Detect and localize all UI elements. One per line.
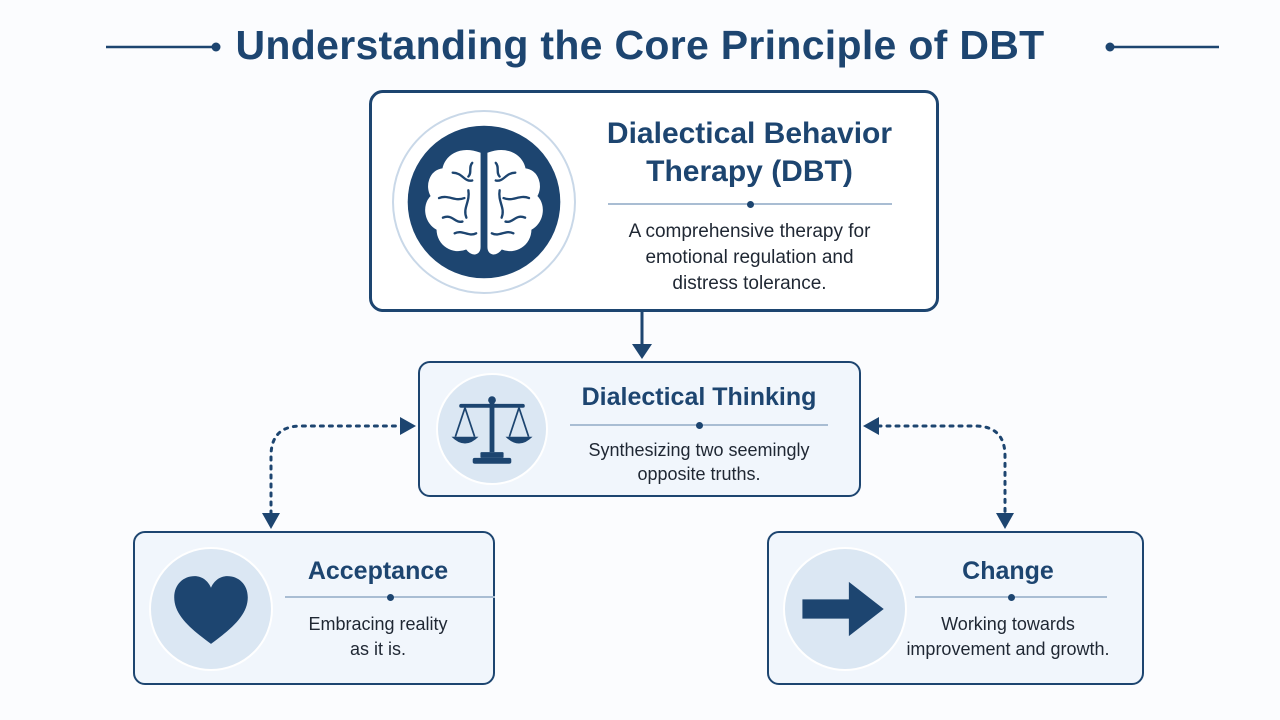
page-title: Understanding the Core Principle of DBT	[235, 22, 1045, 68]
acceptance-separator	[285, 593, 495, 601]
dialectical-thinking-card: Dialectical Thinking Synthesizing two se…	[418, 361, 861, 497]
title-rule-right	[1105, 42, 1219, 52]
brain-icon	[407, 125, 561, 279]
dialectical-icon-circle	[436, 373, 548, 485]
acceptance-description-line-1: Embracing reality	[308, 614, 448, 634]
dbt-card: Dialectical Behavior Therapy (DBT) A com…	[369, 90, 939, 312]
dbt-icon-circle	[392, 110, 576, 294]
dbt-separator	[608, 200, 892, 208]
dotted-connector-change	[863, 417, 1014, 529]
dialectical-thinking-title: Dialectical Thinking	[581, 383, 817, 411]
acceptance-icon-circle	[149, 547, 273, 671]
heart-icon	[174, 576, 248, 644]
title-rule-left	[106, 42, 221, 52]
change-description-line-1: Working towards	[941, 614, 1075, 634]
dbt-description-line-2: emotional regulation and	[645, 247, 854, 268]
dbt-description-line-3: distress tolerance.	[672, 273, 827, 294]
acceptance-description-line-2: as it is.	[349, 639, 406, 659]
dialectical-description-line-2: opposite truths.	[637, 464, 761, 484]
dotted-connector-acceptance	[262, 417, 416, 529]
dbt-description-line-1: A comprehensive therapy for	[628, 221, 871, 242]
arrow-dbt-to-dialectical	[632, 312, 652, 359]
dialectical-separator	[570, 421, 828, 429]
change-card: Change Working towards improvement and g…	[767, 531, 1144, 685]
change-title: Change	[962, 557, 1054, 585]
arrow-right-icon	[802, 581, 884, 637]
change-icon-circle	[783, 547, 907, 671]
acceptance-title: Acceptance	[307, 557, 449, 585]
change-separator	[915, 593, 1107, 601]
change-description-line-2: improvement and growth.	[906, 639, 1110, 659]
acceptance-card: Acceptance Embracing reality as it is.	[133, 531, 495, 685]
dbt-title-line-2: Therapy (DBT)	[646, 155, 853, 188]
dbt-title-line-1: Dialectical Behavior	[606, 117, 893, 150]
balance-scale-icon	[451, 396, 533, 464]
dialectical-description-line-1: Synthesizing two seemingly	[588, 440, 810, 460]
